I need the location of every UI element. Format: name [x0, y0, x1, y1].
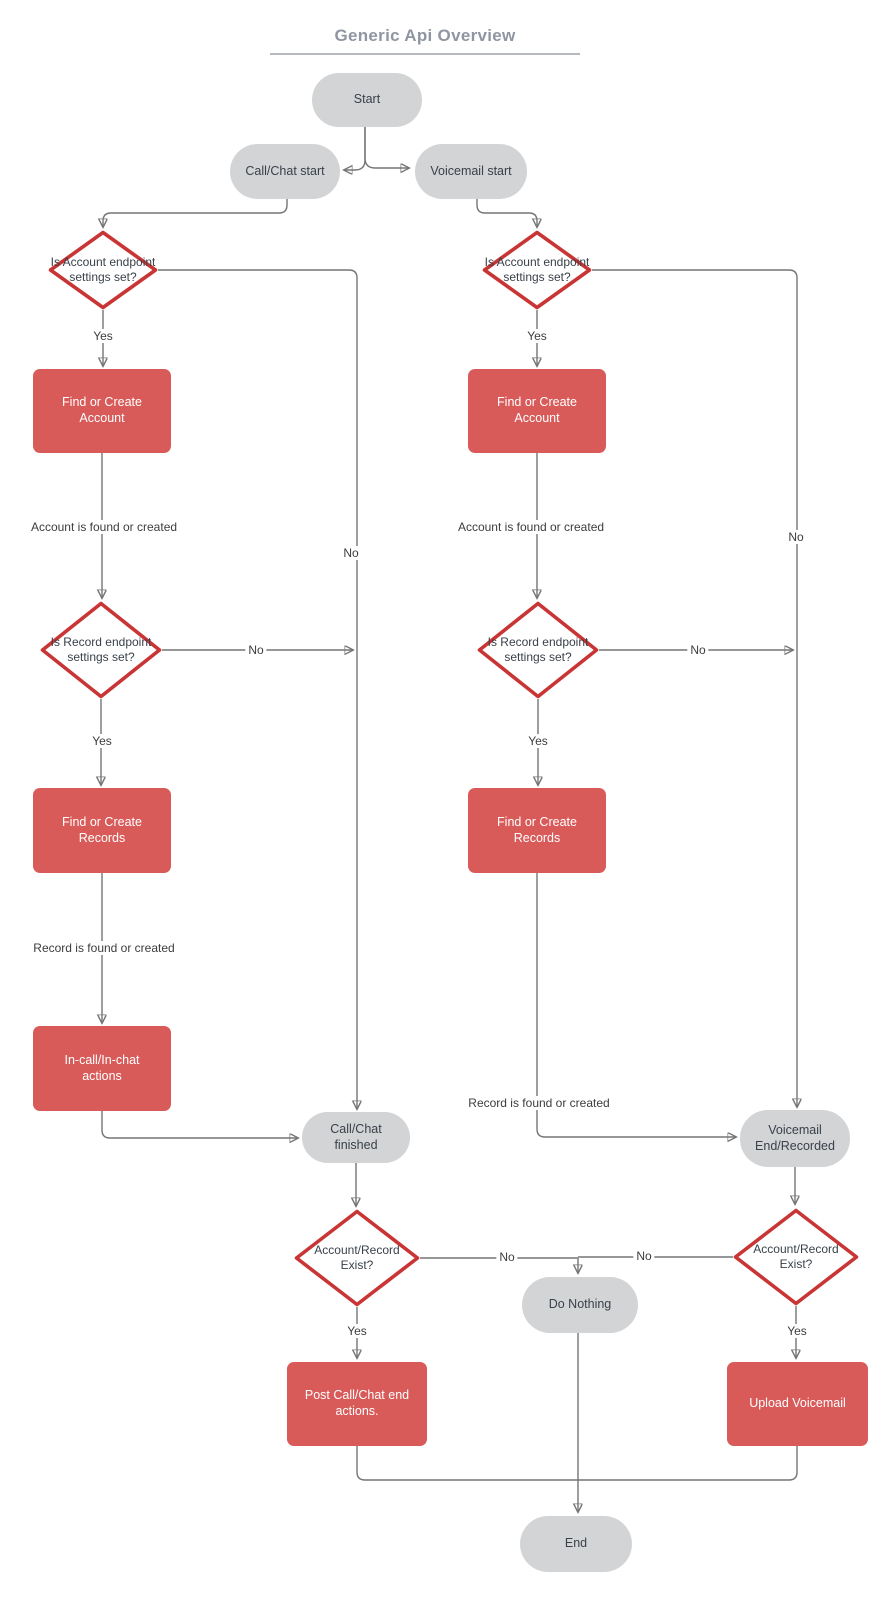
decision-is-account-right-label: Is Account endpoint settings set? [484, 255, 590, 284]
node-end-label: End [564, 1536, 588, 1551]
process-find-records-left-label: Find or Create Records [62, 814, 142, 845]
edge-label-yes: Yes [344, 1324, 370, 1338]
process-in-call-actions: In-call/In-chat actions [33, 1026, 171, 1111]
diamond-shape [477, 601, 599, 699]
node-call-chat-start: Call/Chat start [230, 144, 340, 199]
diamond-shape [294, 1209, 420, 1307]
diamond-shape [48, 230, 158, 310]
decision-is-record-left: Is Record endpoint settings set? [40, 601, 162, 699]
edge-upload-to-merge [578, 1446, 798, 1481]
node-call-chat-start-label: Call/Chat start [245, 163, 325, 178]
edge-label-yes: Yes [784, 1324, 810, 1338]
edge-isaccount-right-no-long [592, 269, 797, 1107]
decision-exist-left-label: Account/Record Exist? [314, 1243, 400, 1272]
edge-voicemail-to-isaccount-right [476, 199, 537, 227]
decision-exist-left: Account/Record Exist? [294, 1209, 420, 1307]
edge-label-yes: Yes [525, 734, 551, 748]
edge-label-no: No [496, 1250, 518, 1264]
edge-isaccount-left-no-long [158, 269, 357, 1109]
decision-is-account-left-label: Is Account endpoint settings set? [50, 255, 156, 284]
process-find-records-left: Find or Create Records [33, 788, 171, 873]
node-call-chat-finished-label: Call/Chat finished [330, 1121, 382, 1152]
decision-is-record-right: Is Record endpoint settings set? [477, 601, 599, 699]
node-start: Start [312, 73, 422, 127]
diamond-shape [733, 1208, 859, 1306]
edge-start-to-voicemail [364, 127, 409, 168]
edge-label-account-found: Account is found or created [454, 520, 608, 534]
process-post-call-actions: Post Call/Chat end actions. [287, 1362, 427, 1446]
edge-label-yes: Yes [90, 329, 116, 343]
process-find-records-right: Find or Create Records [468, 788, 606, 873]
node-do-nothing-label: Do Nothing [548, 1297, 612, 1312]
node-call-chat-finished: Call/Chat finished [302, 1112, 410, 1163]
page-title: Generic Api Overview [270, 26, 580, 55]
process-in-call-actions-label: In-call/In-chat actions [64, 1052, 140, 1083]
process-post-call-actions-label: Post Call/Chat end actions. [304, 1388, 410, 1418]
edge-label-no: No [785, 530, 807, 544]
decision-is-record-right-label: Is Record endpoint settings set? [487, 635, 589, 664]
edge-findrecords-right-to-vmend [536, 873, 736, 1137]
node-voicemail-end: Voicemail End/Recorded [740, 1110, 850, 1167]
diamond-shape [40, 601, 162, 699]
diamond-shape [482, 230, 592, 310]
edge-callchat-to-isaccount-left [103, 199, 288, 227]
node-start-label: Start [353, 92, 381, 107]
node-voicemail-end-label: Voicemail End/Recorded [755, 1122, 835, 1153]
edge-start-to-callchat [344, 127, 366, 170]
edge-label-no: No [245, 643, 267, 657]
process-upload-voicemail-label: Upload Voicemail [749, 1396, 846, 1411]
edge-label-record-found: Record is found or created [465, 1096, 613, 1110]
decision-exist-right-label: Account/Record Exist? [753, 1242, 839, 1271]
process-find-account-left: Find or Create Account [33, 369, 171, 453]
edge-label-yes: Yes [89, 734, 115, 748]
edge-label-no: No [687, 643, 709, 657]
decision-is-record-left-label: Is Record endpoint settings set? [50, 635, 152, 664]
process-find-account-left-label: Find or Create Account [62, 395, 142, 425]
process-find-account-right-label: Find or Create Account [497, 395, 577, 425]
node-do-nothing: Do Nothing [522, 1277, 638, 1333]
node-end: End [520, 1516, 632, 1572]
node-voicemail-start-label: Voicemail start [430, 163, 512, 178]
decision-is-account-right: Is Account endpoint settings set? [482, 230, 592, 310]
process-find-account-right: Find or Create Account [468, 369, 606, 453]
edge-label-record-found: Record is found or created [30, 941, 178, 955]
process-find-records-right-label: Find or Create Records [497, 814, 577, 845]
process-upload-voicemail: Upload Voicemail [727, 1362, 868, 1446]
edge-label-yes: Yes [524, 329, 550, 343]
edge-label-account-found: Account is found or created [27, 520, 181, 534]
edge-postcall-to-merge [356, 1446, 578, 1481]
decision-exist-right: Account/Record Exist? [733, 1208, 859, 1306]
edge-label-no: No [633, 1249, 655, 1263]
edge-label-no: No [340, 546, 362, 560]
decision-is-account-left: Is Account endpoint settings set? [48, 230, 158, 310]
edge-incall-to-finished [101, 1111, 298, 1138]
node-voicemail-start: Voicemail start [415, 144, 527, 199]
